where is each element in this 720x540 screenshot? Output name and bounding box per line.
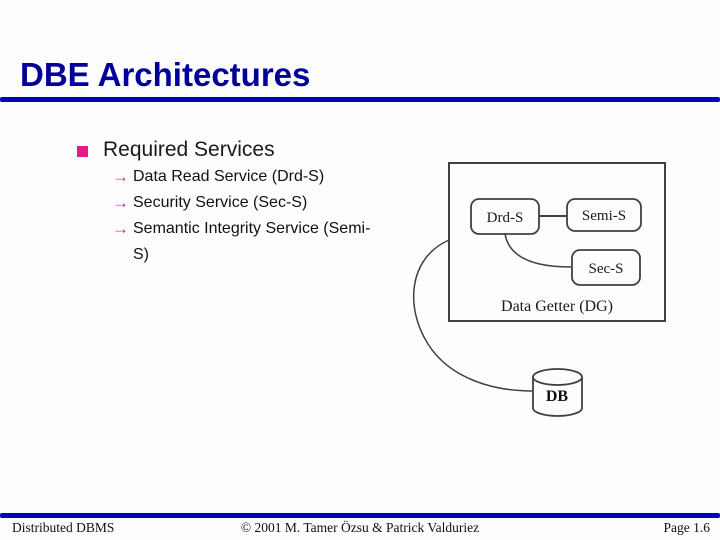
sub-bullet-text: Data Read Service (Drd-S) (133, 164, 324, 190)
footer-rule (0, 513, 720, 518)
bullet-item-required-services: Required Services (77, 139, 275, 161)
connector-dg-db (412, 239, 533, 392)
title-underline-rule (0, 97, 720, 102)
sub-bullet-line: Data Read Service (Drd-S) (133, 168, 325, 185)
data-getter-container-box (448, 162, 666, 322)
footer-page-number: Page 1.6 (663, 520, 711, 535)
node-semi-s-label: Semi-S (582, 208, 626, 224)
bullet-label: Required Services (103, 138, 275, 161)
connector-drds-secs (504, 233, 572, 268)
node-sec-s (571, 249, 641, 286)
sub-bullet-item-security: → Security Service (Sec-S) (112, 190, 442, 216)
sub-bullet-item-data-read: → Data Read Service (Drd-S) (112, 164, 442, 190)
sub-bullet-line: Semantic Integrity Service (Semi- (133, 220, 371, 237)
node-drd-s (470, 198, 540, 235)
sub-bullet-text: Semantic Integrity Service (Semi- S) (133, 216, 370, 268)
sub-bullet-list: → Data Read Service (Drd-S) → Security S… (112, 164, 442, 268)
sub-bullet-line: Security Service (Sec-S) (133, 194, 308, 211)
data-getter-label: Data Getter (DG) (501, 298, 613, 315)
square-bullet-icon (77, 145, 88, 157)
sub-bullet-line: S) (133, 246, 149, 263)
sub-bullet-item-semantic-integrity: → Semantic Integrity Service (Semi- S) (112, 216, 442, 268)
arrow-bullet-icon: → (112, 219, 129, 238)
architecture-diagram: Drd-S Semi-S Sec-S Data Getter (DG) DB (412, 162, 666, 417)
db-label: DB (546, 388, 569, 405)
node-drd-s-label: Drd-S (487, 210, 524, 226)
arrow-bullet-icon: → (112, 193, 129, 212)
footer-book-title: Distributed DBMS (12, 520, 115, 535)
footer-copyright: © 2001 M. Tamer Özsu & Patrick Valduriez (240, 520, 480, 535)
node-sec-s-label: Sec-S (589, 261, 624, 277)
sub-bullet-text: Security Service (Sec-S) (133, 190, 307, 216)
node-semi-s (566, 198, 642, 232)
arrow-bullet-icon: → (112, 167, 129, 186)
db-cylinder-icon (532, 368, 583, 417)
page-title: DBE Architectures (20, 56, 311, 93)
